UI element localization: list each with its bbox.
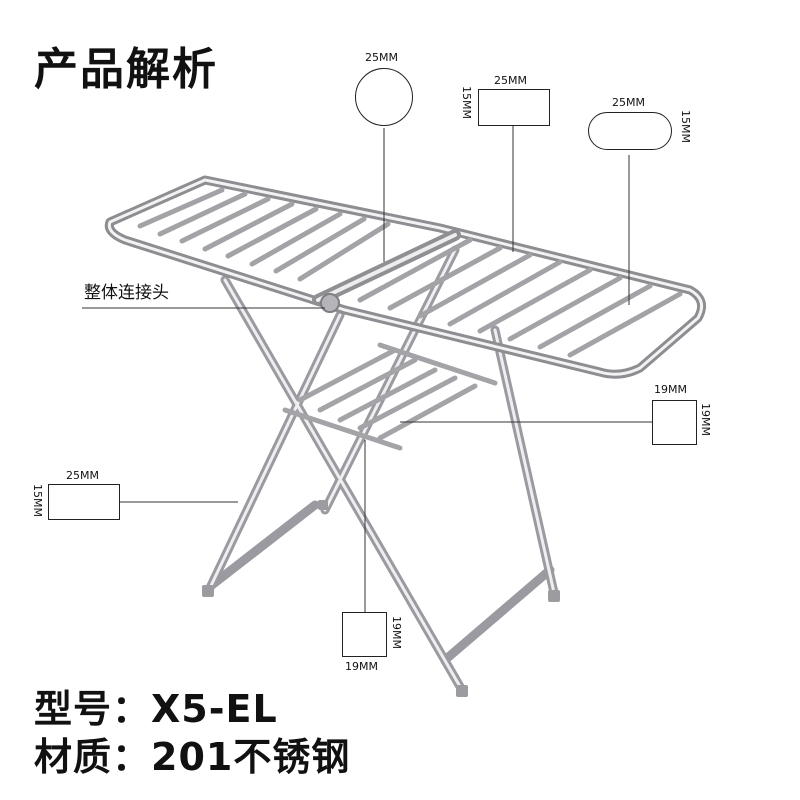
top-rect-tube-section bbox=[478, 89, 550, 126]
round-tube-section bbox=[355, 68, 413, 126]
rack-legs-highlight bbox=[206, 248, 557, 692]
callout-lines bbox=[82, 126, 652, 612]
round-tube-diameter-label: 25MM bbox=[365, 51, 398, 64]
leg-rect-tube-width-label: 25MM bbox=[66, 469, 99, 482]
page-title: 产品解析 bbox=[34, 44, 218, 95]
joint-callout-label: 整体连接头 bbox=[84, 283, 169, 303]
oval-tube-width-label: 25MM bbox=[612, 96, 645, 109]
top-rect-tube-height-label: 15MM bbox=[460, 86, 473, 119]
top-rect-tube-width-label: 25MM bbox=[494, 74, 527, 87]
square-tube-right-width-label: 19MM bbox=[654, 383, 687, 396]
leg-rect-tube-section bbox=[48, 484, 120, 520]
top-rails bbox=[137, 187, 683, 358]
rack-feet bbox=[202, 500, 560, 697]
square-tube-right-section bbox=[652, 400, 697, 445]
square-tube-right-height-label: 19MM bbox=[699, 403, 712, 436]
square-tube-bottom-height-label: 19MM bbox=[390, 616, 403, 649]
center-hinge bbox=[312, 229, 461, 313]
lower-shelf bbox=[282, 342, 498, 451]
oval-tube-height-label: 15MM bbox=[679, 110, 692, 143]
model-spec: 型号：X5-EL bbox=[34, 687, 278, 731]
oval-tube-section bbox=[588, 112, 672, 150]
leg-rect-tube-height-label: 15MM bbox=[31, 484, 44, 517]
square-tube-bottom-section bbox=[342, 612, 387, 657]
top-frame bbox=[104, 175, 707, 379]
square-tube-bottom-width-label: 19MM bbox=[345, 660, 378, 673]
material-spec: 材质：201不锈钢 bbox=[34, 735, 351, 779]
